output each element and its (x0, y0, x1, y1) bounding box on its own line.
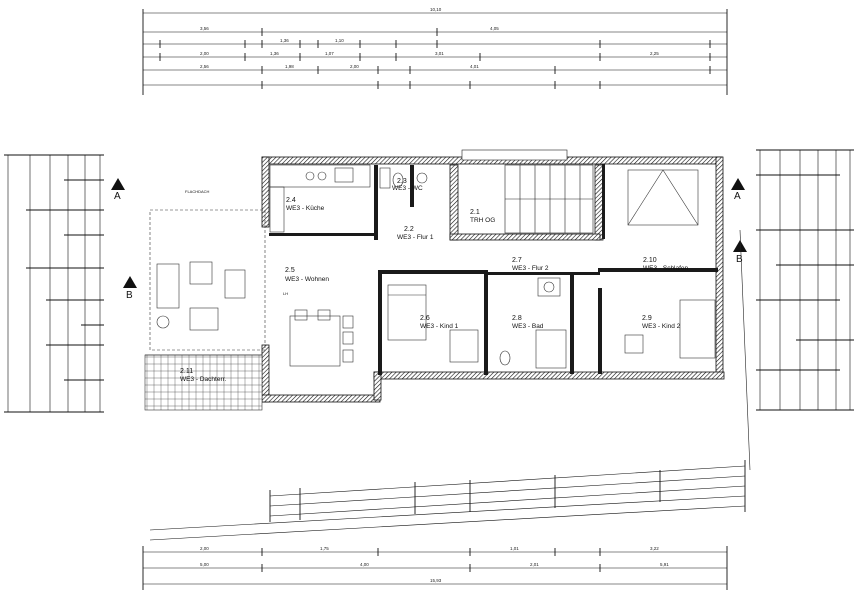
schlafen-furniture (627, 169, 699, 226)
room-2-4-name: WE3 - Küche (286, 205, 325, 212)
living-room-furniture (149, 209, 354, 367)
top-dim-r4-c: 2,00 (350, 64, 359, 69)
top-dim-r3-c: 1,07 (325, 51, 334, 56)
bottom-dim-r1-c: 1,01 (510, 546, 519, 551)
room-2-8-number: 2.8 (512, 315, 522, 322)
stair (461, 149, 594, 234)
room-2-3-name: WE3 - WC (392, 185, 423, 192)
top-dim-r4-a: 2,56 (200, 64, 209, 69)
bottom-dim-r2-d: 5,91 (660, 562, 669, 567)
roof-terrace (144, 354, 263, 411)
room-2-9-number: 2.9 (642, 315, 652, 322)
kind1-furniture (387, 284, 479, 363)
top-dimension-chains: 10,10 3,56 4,05 1,36 1,10 2,00 1,36 1,07… (142, 7, 728, 95)
building-walls (261, 156, 725, 403)
section-marker-b-right: B (733, 240, 747, 265)
room-2-11-name: WE3 - Dachterr. (180, 376, 226, 383)
room-2-8-name: WE3 - Bad (512, 323, 544, 330)
room-2-3-number: 2.3 (397, 178, 407, 185)
svg-text:B: B (736, 254, 743, 265)
top-dim-r1-a: 3,56 (200, 26, 209, 31)
top-dim-r3-d: 3,01 (435, 51, 444, 56)
top-dim-r3-a: 2,00 (200, 51, 209, 56)
room-2-2-name: WE3 - Flur 1 (397, 234, 434, 241)
room-2-10-name: WE3 - Schlafen (643, 265, 689, 272)
bottom-dim-r2-b: 4,00 (360, 562, 369, 567)
top-dim-r1-b: 4,05 (490, 26, 499, 31)
bottom-dim-r2-c: 2,01 (530, 562, 539, 567)
bottom-dim-overall: 15,93 (430, 578, 442, 583)
bottom-dim-r1-a: 2,00 (200, 546, 209, 551)
flachdach-label: FLACHDACH (185, 189, 210, 194)
room-2-1-name: TRH OG (470, 217, 495, 224)
top-dim-r4-b: 1,98 (285, 64, 294, 69)
svg-text:A: A (114, 191, 121, 202)
room-2-2-number: 2.2 (404, 226, 414, 233)
section-marker-a-right: A (731, 178, 745, 202)
room-2-1-number: 2.1 (470, 209, 480, 216)
top-dim-r2-b: 1,10 (335, 38, 344, 43)
top-dim-r2-a: 1,36 (280, 38, 289, 43)
room-2-6-number: 2.6 (420, 315, 430, 322)
section-marker-b-left: B (123, 276, 137, 301)
bottom-dim-r2-a: 5,00 (200, 562, 209, 567)
top-dim-r3-e: 2,25 (650, 51, 659, 56)
bottom-dim-r1-b: 1,75 (320, 546, 329, 551)
room-2-10-number: 2.10 (643, 257, 657, 264)
kitchen-furniture (269, 164, 371, 233)
room-2-7-number: 2.7 (512, 257, 522, 264)
svg-text:A: A (734, 191, 741, 202)
bottom-dimension-chains: 2,00 1,75 1,01 3,22 5,00 4,00 2,01 5,91 … (142, 460, 746, 590)
top-dim-r3-b: 1,36 (270, 51, 279, 56)
section-marker-a-left: A (111, 178, 125, 202)
room-2-9-name: WE3 - Kind 2 (642, 323, 681, 330)
top-dim-r4-d: 4,01 (470, 64, 479, 69)
room-2-11-number: 2.11 (180, 368, 193, 375)
right-dimension-chains (756, 149, 854, 411)
room-2-5-number: 2.5 (285, 267, 295, 274)
room-2-6-name: WE3 - Kind 1 (420, 323, 459, 330)
room-2-4-number: 2.4 (286, 197, 296, 204)
property-line (739, 229, 751, 471)
svg-text:B: B (126, 290, 133, 301)
left-dimension-chains (4, 154, 104, 413)
room-2-5-name: WE3 - Wohnen (285, 276, 329, 283)
room-2-7-name: WE3 - Flur 2 (512, 265, 549, 272)
kind2-furniture (624, 299, 716, 359)
top-dim-overall: 10,10 (430, 7, 442, 12)
lh-label: LH (283, 291, 288, 296)
room-labels: 2.4 WE3 - Küche 2.3 WE3 - WC 2.2 WE3 - F… (180, 178, 689, 383)
bottom-dim-r1-d: 3,22 (650, 546, 659, 551)
bad-fixtures (499, 277, 567, 369)
wc-fixtures (379, 167, 428, 189)
